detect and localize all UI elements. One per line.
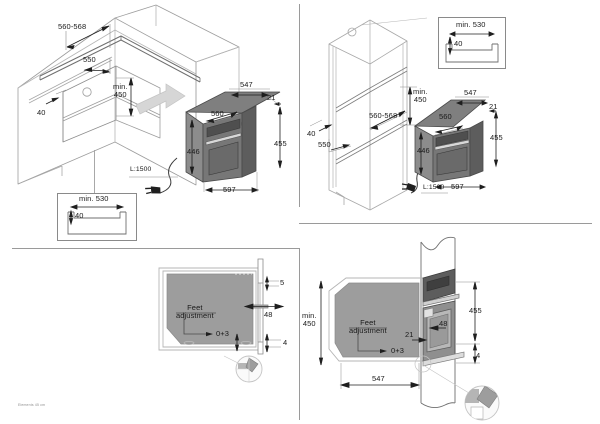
label-oven-height-side-tr: 446: [417, 146, 430, 155]
label-niche-depth-tl: 550: [83, 55, 96, 64]
divider-vertical: [299, 4, 300, 207]
label-mid-gap-bl: 48: [264, 310, 273, 319]
section-detail-bottom-left: [0, 248, 299, 424]
label-oven-width-front-tl: 597: [223, 185, 236, 194]
label-cable-tr: L:1500: [423, 184, 445, 191]
divider-horizontal-left: [12, 248, 299, 249]
label-front-trim-br: 21: [405, 330, 414, 339]
oven-isometric-top-right: [299, 0, 600, 223]
inset-depth-label-tl: min. 530: [79, 194, 109, 203]
label-oven-depth-top-tl: 547: [240, 80, 253, 89]
label-niche-height-tl: min.450: [113, 82, 128, 99]
label-niche-width-tl: 560-568: [58, 22, 87, 31]
label-bottom-gap-bl: 4: [283, 338, 288, 347]
panel-top-right: min.450 560-568 40 550 L:1500 547 560 21…: [299, 0, 600, 223]
label-plinth-tr: 40: [307, 129, 316, 138]
inset-leader-tl: [94, 150, 95, 193]
label-feet-range-br: 0+3: [391, 346, 405, 355]
label-oven-width-top-tl: 560: [211, 109, 224, 118]
label-oven-height-front-tr: 455: [490, 133, 503, 142]
divider-vertical-lower: [299, 248, 300, 420]
section-view-bottom-right: [299, 223, 600, 424]
oven-isometric-top-left: [0, 0, 299, 248]
column-isometric-top-right: [299, 0, 600, 223]
label-oven-front-trim-tl: 21: [267, 93, 276, 102]
label-niche-height-tr: min.450: [413, 87, 428, 104]
label-depth-br: 547: [372, 374, 385, 383]
label-oven-front-trim-tr: 21: [489, 102, 498, 111]
cabinet-isometric-top-left: [0, 0, 299, 248]
sheet-footnote: Elements 45 cm: [18, 403, 46, 407]
inset-depth-label-tr: min. 530: [456, 20, 486, 29]
divider-horizontal-right: [299, 223, 592, 224]
label-bottom-gap-br: 4: [476, 351, 481, 360]
label-top-gap-bl: 5: [280, 278, 285, 287]
label-oven-width-front-tr: 597: [451, 182, 464, 191]
panel-top-left: 560-568 550 40 min.450 L:1500 547 560 21…: [0, 0, 299, 248]
inset-worktop-cutout-tl: min. 530 40: [57, 193, 137, 241]
label-oven-height-side-tl: 446: [187, 147, 200, 156]
inset-gap-label-tl: 40: [75, 211, 84, 220]
inset-column-cutout-tr: min. 530 40: [438, 17, 506, 69]
label-plinth-tl: 40: [37, 108, 46, 117]
label-oven-height-front-tl: 455: [274, 139, 287, 148]
label-niche-height-br: min.450: [302, 311, 317, 328]
label-oven-depth-top-tr: 547: [464, 88, 477, 97]
label-cable-tl: L:1500: [130, 166, 152, 173]
label-door-gap-br: 48: [439, 319, 448, 328]
label-oven-width-top-tr: 560: [439, 112, 452, 121]
inset-gap-label-tr: 40: [454, 39, 463, 48]
label-niche-width-tr: 560-568: [369, 111, 398, 120]
label-niche-depth-tr: 550: [318, 140, 331, 149]
label-feet-range-bl: 0+3: [216, 329, 230, 338]
label-oven-height-br: 455: [469, 306, 482, 315]
